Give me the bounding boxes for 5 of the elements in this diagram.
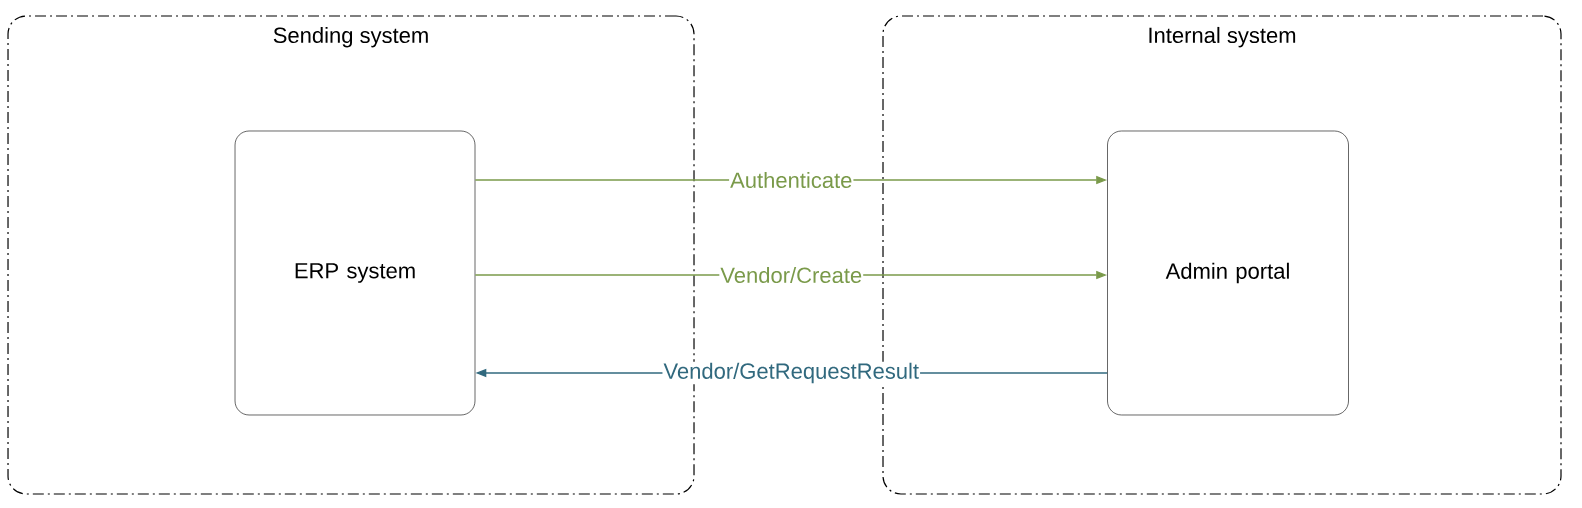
edge-label: Authenticate <box>729 170 854 190</box>
edge-label: Vendor/Create <box>719 265 864 285</box>
process-box: Admin portal <box>1107 130 1349 416</box>
edge-label: Vendor/GetRequestResult <box>662 361 921 385</box>
process-box: ERP system <box>234 130 476 416</box>
